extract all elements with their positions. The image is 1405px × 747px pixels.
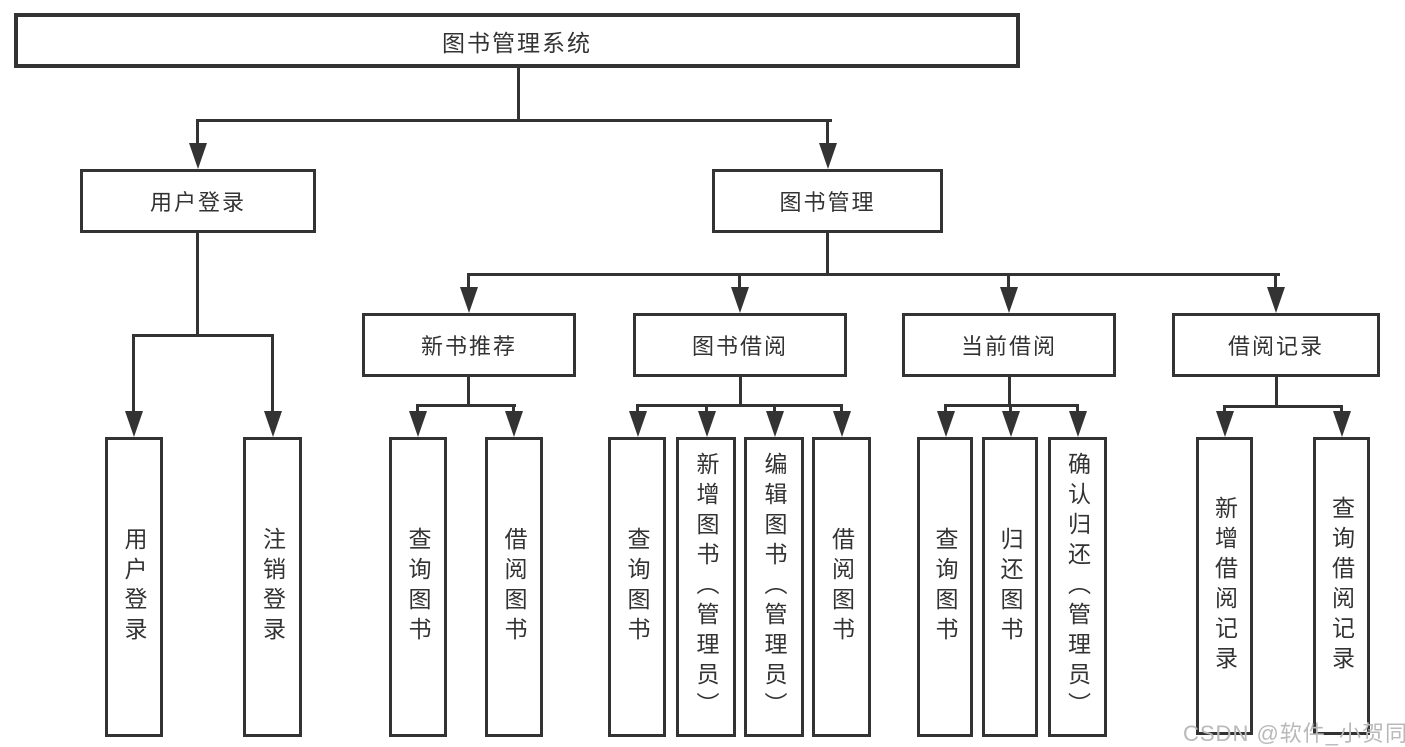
leaf-user-login: 用户登录 [105,437,163,737]
leaf-borrowing-borrow-books-label: 借阅图书 [828,527,855,647]
arrow-to-borrow-records [1267,287,1285,313]
leaf-current-query-books-label: 查询图书 [932,527,958,647]
connector-recommend-stem [467,377,470,406]
leaf-add-books-admin: 新增图书（管理员） [676,437,736,737]
connector-mgmt-drop-4 [1274,273,1277,290]
arrow-borrowing-leaf-1 [629,411,647,437]
connector-records-drop-1 [1223,405,1226,414]
arrow-to-current-borrow [1000,287,1018,313]
leaf-edit-books-admin: 编辑图书（管理员） [744,437,804,737]
arrow-recommend-leaf-2 [505,411,523,437]
connector-borrowing-drop-4 [840,404,843,414]
node-borrow-records: 借阅记录 [1172,313,1380,377]
leaf-query-borrow-record-label: 查询借阅记录 [1328,496,1355,676]
connector-current-stem [1008,377,1011,406]
connector-mgmt-bar [467,273,1280,276]
connector-records-stem [1275,377,1278,407]
connector-mgmt-drop-2 [738,273,741,290]
connector-mgmt-drop-3 [1007,273,1010,290]
connector-root-drop-right [826,119,829,146]
leaf-query-borrow-record: 查询借阅记录 [1313,437,1370,735]
connector-root-stem [517,68,520,121]
arrow-to-book-mgmt [819,143,837,169]
connector-login-drop-2 [271,334,274,413]
arrow-borrowing-leaf-2 [698,411,716,437]
connector-borrowing-drop-3 [773,404,776,414]
connector-records-drop-2 [1340,405,1343,414]
connector-recommend-bar [416,404,516,407]
connector-current-drop-2 [1009,404,1012,414]
arrow-records-leaf-1 [1216,411,1234,437]
leaf-recommend-query-books: 查询图书 [389,437,447,737]
connector-borrowing-drop-1 [636,404,639,414]
leaf-logout: 注销登录 [243,437,302,737]
arrow-current-leaf-2 [1002,411,1020,437]
leaf-add-borrow-record-label: 新增借阅记录 [1211,496,1238,676]
arrow-to-user-login [189,143,207,169]
node-current-borrowing: 当前借阅 [902,313,1116,377]
arrow-records-leaf-2 [1333,411,1351,437]
connector-borrowing-bar [636,404,843,407]
connector-mgmt-drop-1 [467,273,470,290]
leaf-borrowing-borrow-books: 借阅图书 [812,437,871,737]
arrow-borrowing-leaf-3 [766,411,784,437]
connector-mgmt-stem [826,233,829,276]
leaf-logout-label: 注销登录 [259,527,286,647]
node-new-book-recommend: 新书推荐 [362,313,576,377]
connector-root-drop-left [196,119,199,146]
node-system-root: 图书管理系统 [14,13,1020,68]
connector-borrowing-drop-2 [705,404,708,414]
leaf-user-login-label: 用户登录 [121,527,147,647]
connector-login-stem [196,233,199,336]
leaf-borrowing-query-books-label: 查询图书 [624,527,650,647]
node-user-login: 用户登录 [80,169,316,233]
arrow-current-leaf-3 [1069,411,1087,437]
leaf-add-borrow-record: 新增借阅记录 [1196,437,1253,735]
leaf-recommend-borrow-books: 借阅图书 [485,437,543,737]
leaf-return-books-label: 归还图书 [997,527,1023,647]
arrow-to-login-leaf [125,411,143,437]
connector-borrowing-stem [739,377,742,406]
connector-records-bar [1223,405,1343,408]
arrow-to-logout-leaf [264,411,282,437]
connector-current-drop-3 [1076,404,1079,414]
connector-login-drop-1 [132,334,135,413]
leaf-return-books: 归还图书 [982,437,1038,737]
connector-recommend-drop-2 [512,404,515,414]
arrow-current-leaf-1 [937,411,955,437]
leaf-recommend-query-books-label: 查询图书 [405,527,431,647]
arrow-borrowing-leaf-4 [833,411,851,437]
node-book-management: 图书管理 [712,169,943,233]
connector-current-drop-1 [944,404,947,414]
arrow-recommend-leaf-1 [409,411,427,437]
node-book-borrowing: 图书借阅 [633,313,847,377]
leaf-recommend-borrow-books-label: 借阅图书 [501,527,527,647]
connector-recommend-drop-1 [416,404,419,414]
connector-root-bar [196,119,832,122]
leaf-confirm-return-admin: 确认归还（管理员） [1048,437,1107,737]
arrow-to-new-books [460,287,478,313]
leaf-edit-books-admin-label: 编辑图书（管理员） [761,452,787,722]
connector-login-bar [132,334,274,337]
csdn-watermark: CSDN @软件_小贺同学 [1183,721,1405,746]
leaf-add-books-admin-label: 新增图书（管理员） [693,452,719,722]
arrow-to-borrowing [731,287,749,313]
leaf-borrowing-query-books: 查询图书 [608,437,666,737]
leaf-current-query-books: 查询图书 [917,437,973,737]
leaf-confirm-return-admin-label: 确认归还（管理员） [1064,452,1091,722]
